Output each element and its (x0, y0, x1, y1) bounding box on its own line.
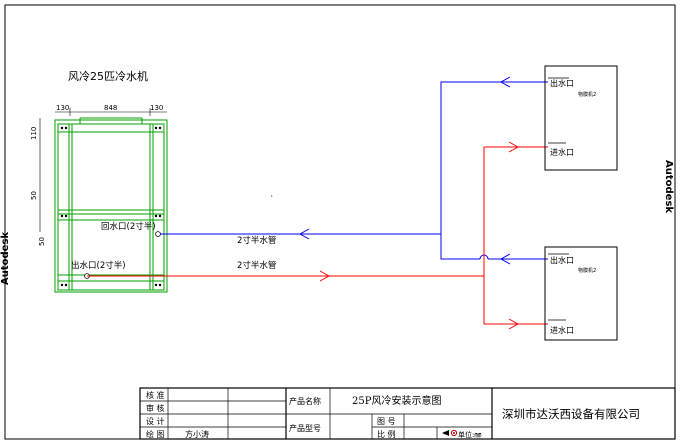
product-name: 25P风冷安装示意图 (352, 394, 441, 407)
frame-bolts (60, 126, 162, 287)
machine-bottom: 出水口 物膜机2 进水口 (544, 246, 618, 341)
dim-left-width: 130 (56, 104, 69, 112)
chiller-frame (54, 117, 168, 293)
dim-right-width: 130 (150, 104, 163, 112)
return-port-label: 回水口(2寸半) (101, 221, 156, 232)
row-review-label: 审 核 (146, 403, 165, 413)
machine-top-inlet: 进水口 (550, 147, 574, 157)
supply-pipe (87, 141, 548, 330)
projection-symbol-icon (442, 429, 458, 437)
unit-title: 风冷25匹冷水机 (68, 69, 148, 83)
title-block (139, 387, 676, 440)
product-model-label: 产品型号 (289, 423, 321, 433)
right-side-label: Autodesk (663, 160, 674, 213)
dim-50-upper: 50 (30, 191, 38, 200)
return-port-icon (155, 231, 161, 237)
return-pipe (160, 76, 548, 265)
outlet-port-label: 出水口(2寸半) (71, 260, 126, 271)
lower-pipe-label: 2寸半水管 (237, 260, 276, 271)
product-name-label: 产品名称 (289, 396, 321, 406)
machine-top-name: 物膜机2 (578, 91, 596, 98)
chiller-unit: 风冷25匹冷水机 130 848 130 110 50 50 (30, 69, 168, 293)
machine-bottom-outlet: 出水口 (550, 255, 574, 265)
company-name: 深圳市达沃西设备有限公司 (502, 407, 640, 421)
row-approve-label: 核 准 (146, 390, 165, 400)
row-draw-label: 绘 图 (146, 429, 165, 439)
row-design-label: 设 计 (146, 416, 165, 426)
machine-top: 出水口 物膜机2 进水口 (544, 65, 618, 171)
stray-mark: ` (270, 194, 274, 204)
upper-pipe-label: 2寸半水管 (237, 235, 276, 246)
machine-bottom-name: 物膜机2 (578, 267, 596, 274)
dim-110: 110 (30, 127, 38, 140)
dim-mid-width: 848 (104, 104, 117, 112)
unit-label: 单位:㎜ (458, 430, 481, 439)
machine-top-outlet: 出水口 (550, 78, 574, 88)
left-side-label: Autodesk (0, 232, 11, 285)
drawing-no-label: 图 号 (377, 417, 396, 426)
scale-label: 比 例 (377, 429, 396, 439)
row-draw-name: 方小涛 (185, 429, 209, 439)
machine-bottom-inlet: 进水口 (550, 325, 574, 335)
dim-50-lower: 50 (38, 237, 46, 246)
